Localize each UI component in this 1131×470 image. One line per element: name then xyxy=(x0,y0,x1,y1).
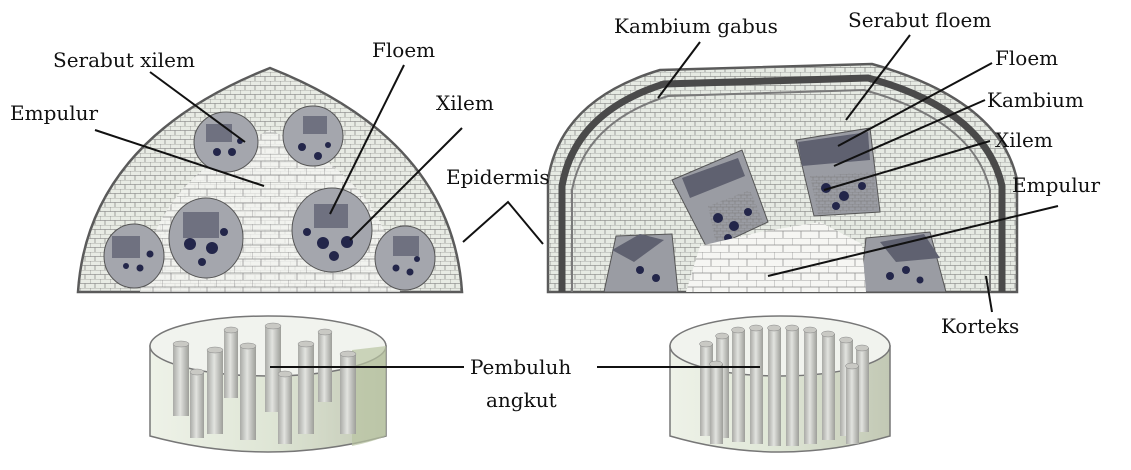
label-floem-right: Floem xyxy=(995,46,1058,70)
vascular-bundle xyxy=(283,106,343,166)
vascular-bundle xyxy=(375,226,435,290)
label-xilem-left: Xilem xyxy=(436,91,494,115)
vascular-bundle xyxy=(169,198,243,278)
label-angkut: angkut xyxy=(486,388,557,412)
label-empulur-right: Empulur xyxy=(1012,173,1101,197)
left-stem-section xyxy=(78,68,462,292)
vascular-bundle xyxy=(194,112,258,172)
label-kambium-gabus: Kambium gabus xyxy=(614,14,778,38)
vascular-bundle xyxy=(104,224,164,288)
label-pembuluh: Pembuluh xyxy=(470,355,571,379)
label-floem-left: Floem xyxy=(372,38,435,62)
label-kambium: Kambium xyxy=(987,88,1084,112)
label-korteks: Korteks xyxy=(941,314,1019,338)
label-serabut-xilem: Serabut xilem xyxy=(53,48,195,72)
label-empulur-left: Empulur xyxy=(10,101,99,125)
leader-epidermis xyxy=(463,202,543,244)
label-serabut-floem: Serabut floem xyxy=(848,8,991,32)
label-epidermis: Epidermis xyxy=(446,165,550,189)
right-cylinder xyxy=(670,316,890,452)
right-stem-section xyxy=(548,64,1017,292)
label-xilem-right: Xilem xyxy=(995,128,1053,152)
left-cylinder xyxy=(150,316,386,452)
